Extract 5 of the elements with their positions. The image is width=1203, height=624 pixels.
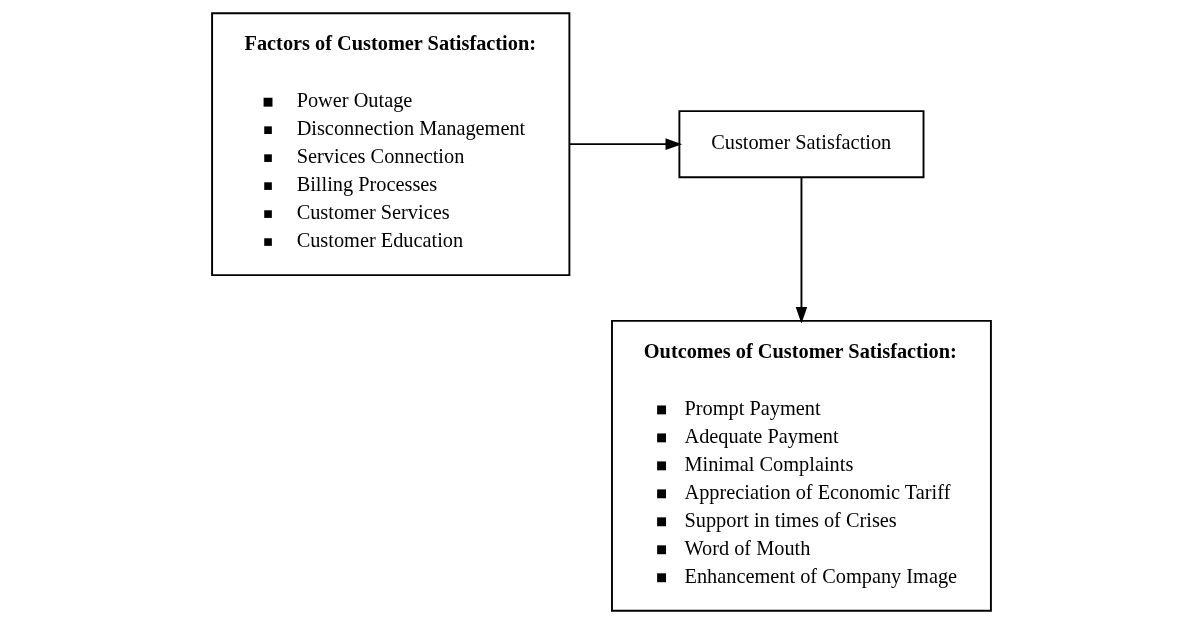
node-box: Customer Satisfaction [678, 110, 925, 179]
arrow [795, 176, 808, 324]
node-box: Factors of Customer Satisfaction: Power Outage Disconnection Management Services Connection Billing Processes Customer Services Customer Education [211, 12, 571, 277]
arrow [568, 138, 683, 150]
node-box: Outcomes of Customer Satisfaction: Prompt Payment Adequate Payment Minimal Complaints Appreciation of Economic Tariff Support in times of Crises Word of Mouth Enhancement of Company Image [611, 319, 992, 612]
